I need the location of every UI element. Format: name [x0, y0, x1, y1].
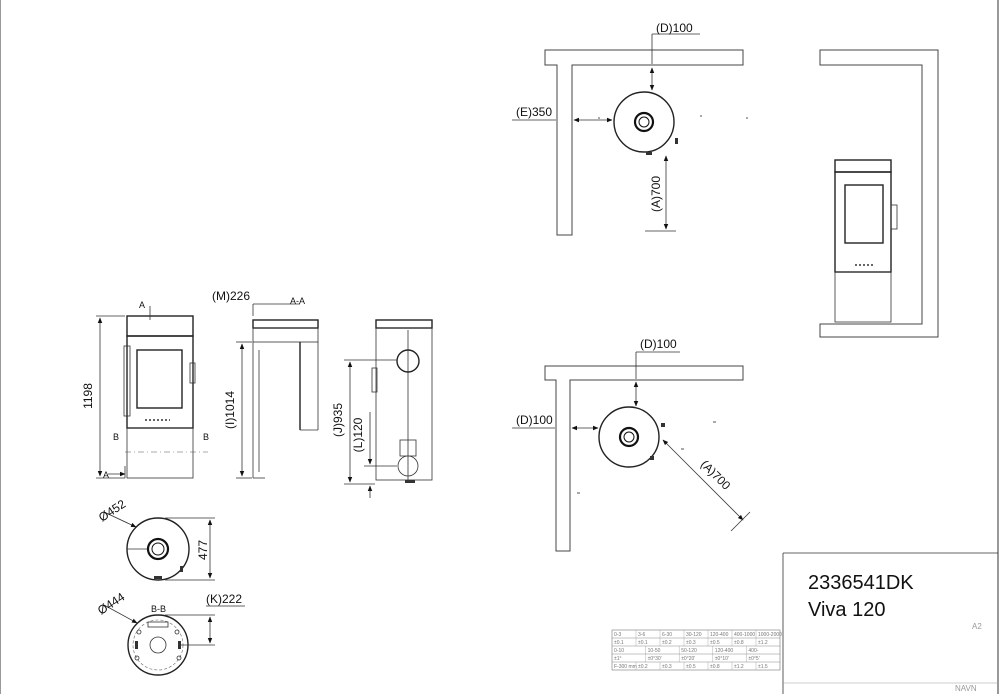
tolerance-cell: ±0.5 [710, 640, 720, 646]
tolerance-cell: 120-400 [710, 632, 729, 638]
back-height-l-label: (L)120 [351, 417, 365, 452]
tolerance-cell: ±0°20' [681, 656, 695, 662]
section-b-left-label: B [113, 432, 119, 442]
drawing-code: 2336541DK [808, 572, 914, 594]
side-section-view [236, 303, 319, 479]
tolerance-table-frame [611, 629, 781, 671]
sheet-size-label: A2 [972, 622, 982, 631]
tolerance-cell: ±0.8 [734, 640, 744, 646]
tolerance-cell: 6-30 [662, 632, 672, 638]
tolerance-cell: ±0°30' [648, 656, 662, 662]
tolerance-cell: ±0°5' [748, 656, 759, 662]
base-distance-k-label: (K)222 [206, 592, 242, 606]
tolerance-cell: 10-50 [648, 648, 661, 654]
tolerance-cell: ±0.2 [662, 640, 672, 646]
corner-front-clearance-label: (A)700 [649, 176, 663, 212]
front-height-label: 1198 [81, 383, 95, 409]
tolerance-cell: ±1.5 [758, 664, 768, 670]
tolerance-cell: 50-120 [681, 648, 697, 654]
tolerance-cell: 3-6 [638, 632, 645, 638]
tolerance-cell: 30-120 [686, 632, 702, 638]
back-view [344, 319, 433, 498]
top-depth-label: 477 [196, 540, 210, 560]
tolerance-cell: 400- [748, 648, 758, 654]
tolerance-cell: 400-1000 [734, 632, 755, 638]
base-diameter-label: Ø444 [95, 590, 128, 618]
diagonal-rear-clearance-label: (D)100 [640, 337, 677, 351]
tolerance-cell: F-300 mm [614, 664, 637, 670]
navn-label: NAVN [955, 684, 977, 693]
section-b-right-label: B [203, 432, 209, 442]
side-depth-label: (M)226 [212, 289, 250, 303]
tolerance-cell: 0-3 [614, 632, 621, 638]
tolerance-cell: ±0°10' [715, 656, 729, 662]
section-a-bottom-label: A [103, 470, 109, 480]
tolerance-cell: ±0.3 [686, 640, 696, 646]
drawing-model: Viva 120 [808, 599, 885, 621]
tolerance-cell: 0-10 [614, 648, 624, 654]
top-diameter-label: Ø452 [96, 497, 129, 525]
tolerance-cell: ±0.1 [638, 640, 648, 646]
tolerance-cell: ±0.3 [662, 664, 672, 670]
tolerance-cell: ±0.1 [614, 640, 624, 646]
back-height-j-label: (J)935 [331, 403, 345, 437]
diagonal-front-clearance-label: (A)700 [698, 457, 734, 493]
tolerance-cell: ±0.2 [638, 664, 648, 670]
wall-elevation-view [819, 49, 939, 338]
side-height-i-label: (I)1014 [223, 391, 237, 429]
section-a-top-label: A [139, 300, 145, 310]
diagonal-clearance-plan [512, 351, 751, 552]
section-aa-label: A-A [290, 296, 305, 306]
diagonal-side-clearance-label: (D)100 [516, 413, 553, 427]
corner-side-clearance-label: (E)350 [516, 105, 552, 119]
tolerance-cell: ±1.2 [758, 640, 768, 646]
base-section-view [103, 604, 245, 676]
tolerance-cell: ±0.8 [710, 664, 720, 670]
corner-rear-clearance-label: (D)100 [656, 21, 693, 35]
tolerance-cell: ±1.2 [734, 664, 744, 670]
tolerance-cell: ±1° [614, 656, 622, 662]
tolerance-cell: 1000-2000 [758, 632, 782, 638]
corner-clearance-plan [512, 33, 748, 236]
front-view [96, 306, 208, 479]
top-view [103, 511, 215, 581]
title-block [782, 552, 998, 694]
tolerance-cell: 120-400 [715, 648, 734, 654]
tolerance-cell: ±0.5 [686, 664, 696, 670]
section-bb-label: B-B [151, 604, 166, 614]
